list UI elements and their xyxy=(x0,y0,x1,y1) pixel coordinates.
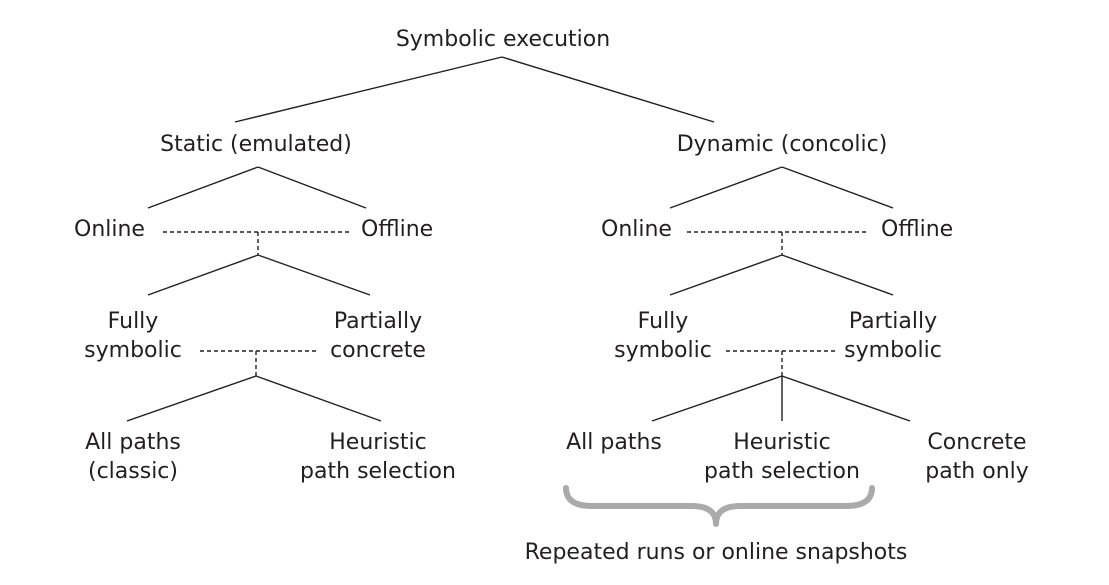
edge-dynamic-partially xyxy=(781,254,894,296)
node-dynamic-offline: Offline xyxy=(881,217,954,242)
edge-static-partially xyxy=(257,254,371,296)
edge-dynamic-online xyxy=(669,166,783,209)
node-static-fully-symbolic: Fully symbolic xyxy=(84,309,182,363)
edge-root-static xyxy=(234,56,503,123)
node-static-partially-concrete: Partially concrete xyxy=(330,309,426,363)
node-static-emulated: Static (emulated) xyxy=(160,132,352,157)
node-dynamic-concrete-path: Concrete path only xyxy=(925,430,1029,484)
node-symbolic-execution: Symbolic execution xyxy=(395,27,611,52)
edge-static-online xyxy=(147,166,259,209)
edge-dynamic-fully xyxy=(669,254,783,296)
edge-static-fully xyxy=(147,254,259,296)
node-dynamic-all-paths: All paths xyxy=(566,430,662,455)
edge-static-offline xyxy=(257,166,367,209)
node-static-online: Online xyxy=(74,217,145,242)
node-static-offline: Offline xyxy=(361,217,434,242)
brace-label: Repeated runs or online snapshots xyxy=(524,540,908,565)
node-dynamic-fully-symbolic: Fully symbolic xyxy=(614,309,712,363)
edge-dynamic-allpaths xyxy=(651,375,783,422)
edge-root-dynamic xyxy=(501,56,715,123)
edge-static-allpaths xyxy=(126,375,257,422)
node-dynamic-heuristic: Heuristic path selection xyxy=(704,430,860,484)
node-dynamic-concolic: Dynamic (concolic) xyxy=(676,132,888,157)
node-dynamic-online: Online xyxy=(601,217,672,242)
node-static-heuristic: Heuristic path selection xyxy=(300,430,456,484)
node-static-all-paths: All paths (classic) xyxy=(85,430,181,484)
edge-static-heuristic xyxy=(255,375,382,422)
edge-dynamic-offline xyxy=(781,166,894,209)
node-dynamic-partially-symbolic: Partially symbolic xyxy=(844,309,942,363)
curly-brace xyxy=(563,485,875,527)
edge-dynamic-concrete xyxy=(781,375,911,422)
